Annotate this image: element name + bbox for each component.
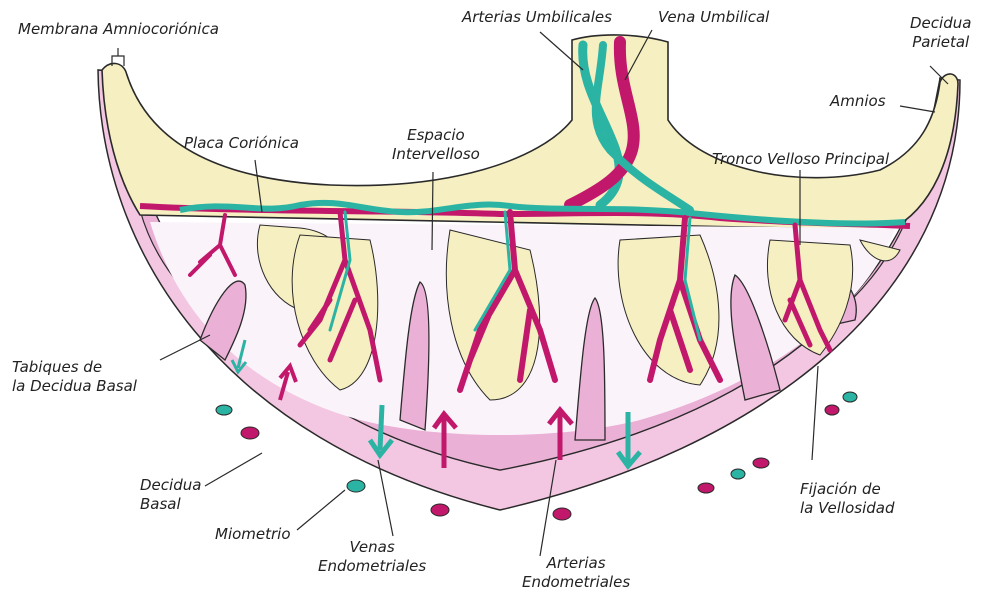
label-venas-endometriales: Venas Endometriales [318, 538, 426, 576]
label-venas-line1: Venas [318, 538, 426, 557]
label-decidua-parietal: Decidua Parietal [910, 14, 971, 52]
label-venas-line2: Endometriales [318, 557, 426, 576]
label-decidua-basal: Decidua Basal [140, 476, 201, 514]
label-tabiques-decidua-basal: Tabiques de la Decidua Basal [12, 358, 137, 396]
label-miometrio: Miometrio [215, 525, 291, 544]
label-fijacion-line2: la Vellosidad [800, 499, 894, 518]
label-tabiques-line1: Tabiques de [12, 358, 137, 377]
label-arterias-end-line1: Arterias [522, 554, 630, 573]
label-arterias-end-line2: Endometriales [522, 573, 630, 592]
label-fijacion-line1: Fijación de [800, 480, 894, 499]
label-decidua-parietal-line2: Parietal [910, 33, 971, 52]
label-placa-corionica: Placa Coriónica [184, 134, 299, 153]
label-amnios: Amnios [830, 92, 886, 111]
label-espacio-intervelloso: Espacio Intervelloso [392, 126, 480, 164]
label-decidua-parietal-line1: Decidua [910, 14, 971, 33]
label-arterias-umbilicales: Arterias Umbilicales [462, 8, 612, 27]
label-vena-umbilical: Vena Umbilical [658, 8, 769, 27]
label-decidua-basal-line2: Basal [140, 495, 201, 514]
label-espacio-line1: Espacio [392, 126, 480, 145]
chorionic-plate [102, 35, 958, 230]
label-espacio-line2: Intervelloso [392, 145, 480, 164]
label-decidua-basal-line1: Decidua [140, 476, 201, 495]
label-tronco-velloso-principal: Tronco Velloso Principal [712, 150, 889, 169]
label-fijacion-vellosidad: Fijación de la Vellosidad [800, 480, 894, 518]
label-membrana-amniocorionica: Membrana Amniocoriónica [18, 20, 219, 39]
label-arterias-endometriales: Arterias Endometriales [522, 554, 630, 592]
label-tabiques-line2: la Decidua Basal [12, 377, 137, 396]
